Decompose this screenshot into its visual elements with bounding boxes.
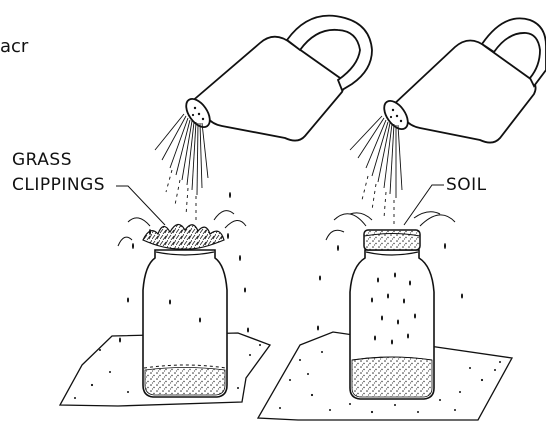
- left-watering-can: [181, 16, 372, 141]
- left-jar-sediment: [145, 368, 225, 396]
- label-soil: SOIL: [446, 175, 487, 195]
- grass-clippings-mound: [143, 224, 224, 249]
- right-jar-sediment: [352, 357, 432, 397]
- right-water-spray: [350, 116, 402, 224]
- label-grass: GRASS: [12, 150, 72, 170]
- label-clippings: CLIPPINGS: [12, 175, 105, 195]
- partial-heading-text: acr: [0, 36, 29, 57]
- left-water-spray: [155, 114, 208, 222]
- label-soil-leader: [404, 185, 444, 225]
- right-watering-can: [379, 18, 546, 142]
- label-grass-leader: [116, 186, 165, 225]
